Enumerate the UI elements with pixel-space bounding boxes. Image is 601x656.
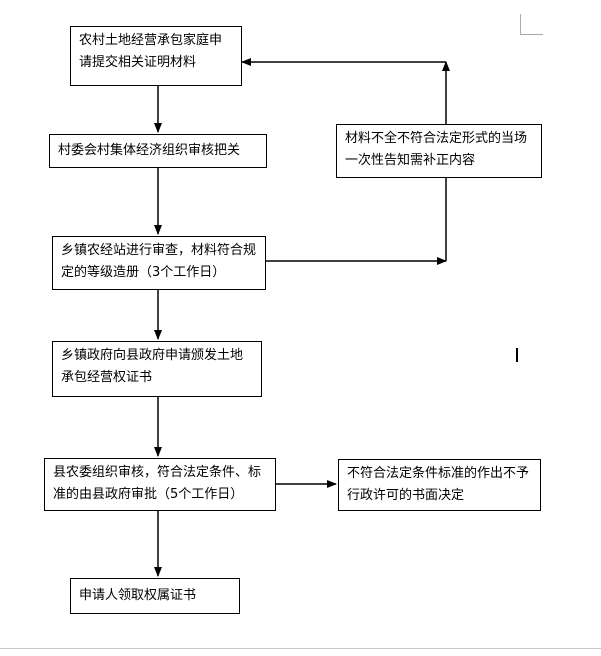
step-receive-box: 申请人领取权属证书: [70, 578, 240, 614]
step-county-review-box: 县农委组织审核，符合法定条件、标准的由县政府审批（5个工作日）: [44, 458, 276, 511]
page-corner-mark: [520, 14, 543, 35]
step-township-apply-box: 乡镇政府向县政府申请颁发土地承包经营权证书: [52, 341, 262, 397]
step-apply-box: 农村土地经营承包家庭申请提交相关证明材料: [70, 26, 242, 86]
branch-incomplete-box: 材料不全不符合法定形式的当场一次性告知需补正内容: [336, 124, 542, 178]
step-township-review-box: 乡镇农经站进行审查，材料符合规定的等级造册（3个工作日）: [52, 236, 266, 290]
branch-rejected-box: 不符合法定条件标准的作出不予行政许可的书面决定: [338, 459, 541, 511]
step-village-review-box: 村委会村集体经济组织审核把关: [49, 134, 267, 168]
page-bottom-rule: [0, 648, 601, 649]
text-cursor: [516, 348, 518, 362]
